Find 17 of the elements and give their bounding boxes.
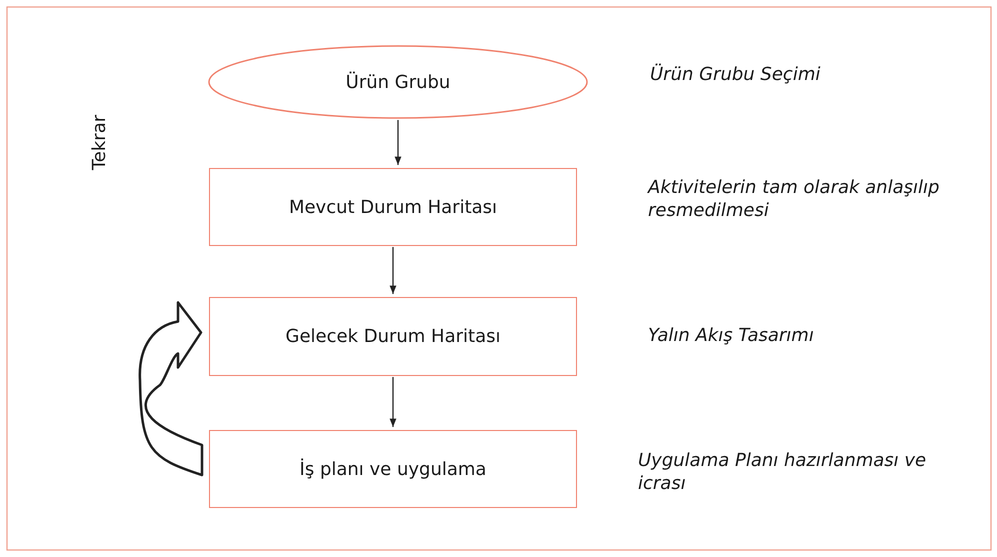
process-ellipse	[208, 45, 588, 119]
node-label: İş planı ve uygulama	[300, 458, 486, 480]
step-description: Yalın Akış Tasarımı	[648, 325, 815, 348]
arrow	[390, 377, 396, 427]
node-label: Mevcut Durum Haritası	[288, 196, 498, 218]
block-arrow	[138, 301, 204, 476]
step-description: Uygulama Planı hazırlanması ve icrası	[638, 450, 928, 495]
node-label: Gelecek Durum Haritası	[286, 326, 500, 347]
arrow	[390, 247, 396, 294]
side-label: Tekrar	[89, 114, 110, 170]
process-box	[209, 297, 577, 376]
step-description: Aktivitelerin tam olarak anlaşılıp resmedilmesi	[648, 177, 940, 222]
process-box	[209, 430, 577, 508]
node-label: Ürün Grubu	[346, 72, 450, 92]
process-box	[209, 168, 577, 246]
arrow	[394, 120, 402, 165]
step-description: Ürün Grubu Seçimi	[650, 64, 822, 86]
